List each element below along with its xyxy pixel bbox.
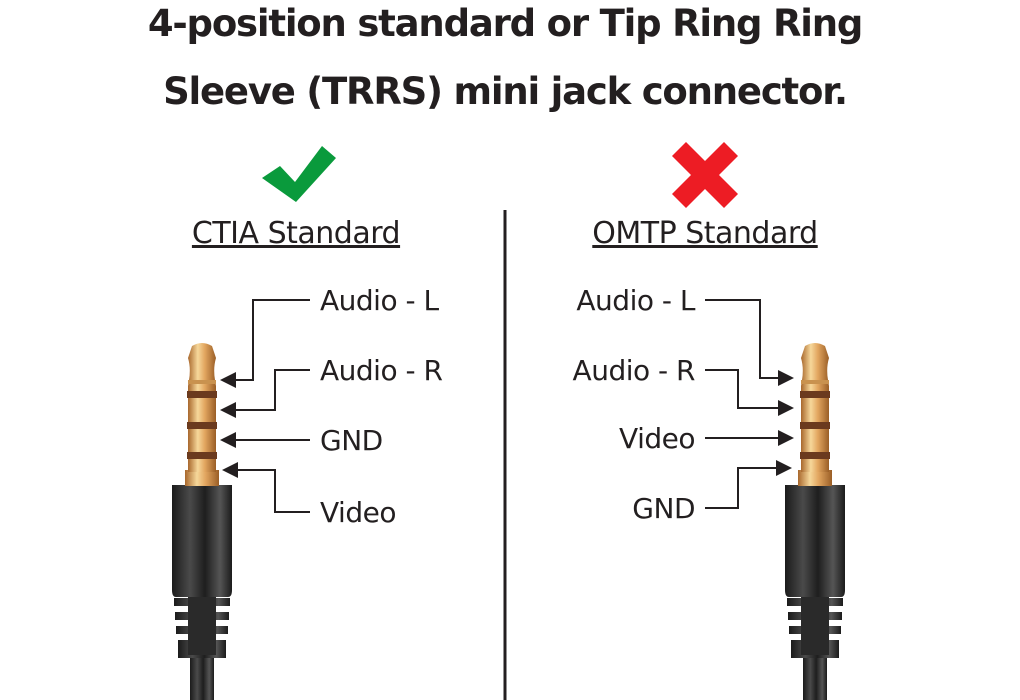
omtp-wires (705, 299, 794, 509)
ctia-label-audio-l: Audio - L (320, 284, 439, 317)
title-line-2: Sleeve (TRRS) mini jack connector. (163, 70, 847, 113)
omtp-label-video: Video (619, 422, 695, 455)
cross-icon (672, 142, 738, 208)
omtp-label-audio-l: Audio - L (576, 284, 695, 317)
omtp-heading: OMTP Standard (592, 216, 817, 251)
omtp-label-gnd: GND (632, 492, 695, 525)
ctia-heading: CTIA Standard (192, 216, 400, 251)
ctia-jack (172, 343, 232, 700)
ctia-label-video: Video (320, 496, 396, 529)
ctia-wires (220, 299, 310, 513)
omtp-label-audio-r: Audio - R (573, 354, 695, 387)
check-icon (262, 146, 336, 202)
ctia-label-audio-r: Audio - R (320, 354, 442, 387)
title-line-1: 4-position standard or Tip Ring Ring (148, 2, 862, 45)
omtp-jack (785, 343, 845, 700)
ctia-label-gnd: GND (320, 424, 383, 457)
